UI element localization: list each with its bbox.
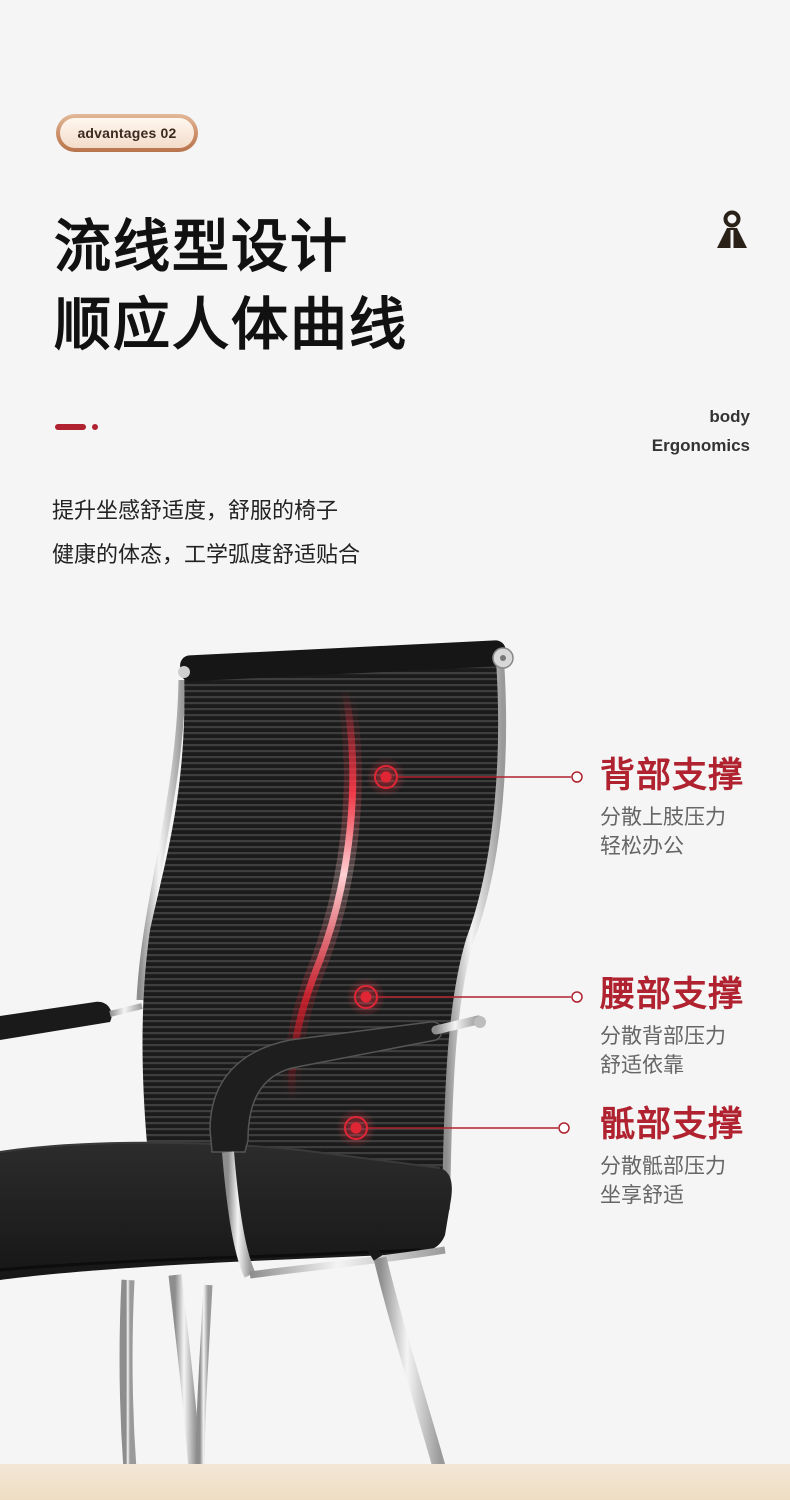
back-support-marker [366, 757, 583, 797]
callout-title: 背部支撑 [600, 756, 745, 796]
advantages-badge: advantages 02 [56, 114, 198, 152]
callout-title: 骶部支撑 [600, 1105, 745, 1145]
callout-desc: 分散骶部压力 坐享舒适 [600, 1152, 744, 1210]
callout-line-1: 分散背部压力 [600, 1024, 726, 1048]
title-line-2: 顺应人体曲线 [54, 292, 408, 358]
callout-desc: 分散背部压力 舒适依靠 [600, 1022, 744, 1080]
callout-line-1: 分散骶部压力 [600, 1154, 726, 1178]
person-icon [717, 210, 747, 248]
floor-strip [0, 1464, 790, 1500]
callout-line-2: 坐享舒适 [600, 1183, 684, 1207]
callout-line-2: 轻松办公 [600, 834, 684, 858]
lumbar-support-marker [346, 977, 583, 1017]
english-subtitle: body Ergonomics [652, 402, 750, 460]
accent-decoration [55, 423, 100, 431]
description-line-2: 健康的体态，工学弧度舒适贴合 [52, 543, 361, 568]
description: 提升坐感舒适度，舒服的椅子 健康的体态，工学弧度舒适贴合 [52, 490, 360, 578]
english-subtitle-line-2: Ergonomics [651, 436, 750, 455]
callout-back-support: 背部支撑 分散上肢压力 轻松办公 [600, 755, 744, 861]
page-title: 流线型设计 顺应人体曲线 [54, 208, 408, 364]
english-subtitle-line-1: body [709, 407, 750, 426]
callout-line-1: 分散上肢压力 [600, 805, 726, 829]
callout-title: 腰部支撑 [600, 975, 745, 1015]
office-chair-illustration [0, 640, 583, 1470]
badge-label: advantages 02 [60, 118, 194, 148]
callout-line-2: 舒适依靠 [600, 1053, 684, 1077]
callout-desc: 分散上肢压力 轻松办公 [600, 803, 744, 861]
title-line-1: 流线型设计 [54, 214, 349, 280]
callout-lumbar-support: 腰部支撑 分散背部压力 舒适依靠 [600, 974, 744, 1080]
description-line-1: 提升坐感舒适度，舒服的椅子 [52, 499, 339, 524]
sacral-support-marker [336, 1108, 570, 1148]
callout-sacral-support: 骶部支撑 分散骶部压力 坐享舒适 [600, 1104, 744, 1210]
